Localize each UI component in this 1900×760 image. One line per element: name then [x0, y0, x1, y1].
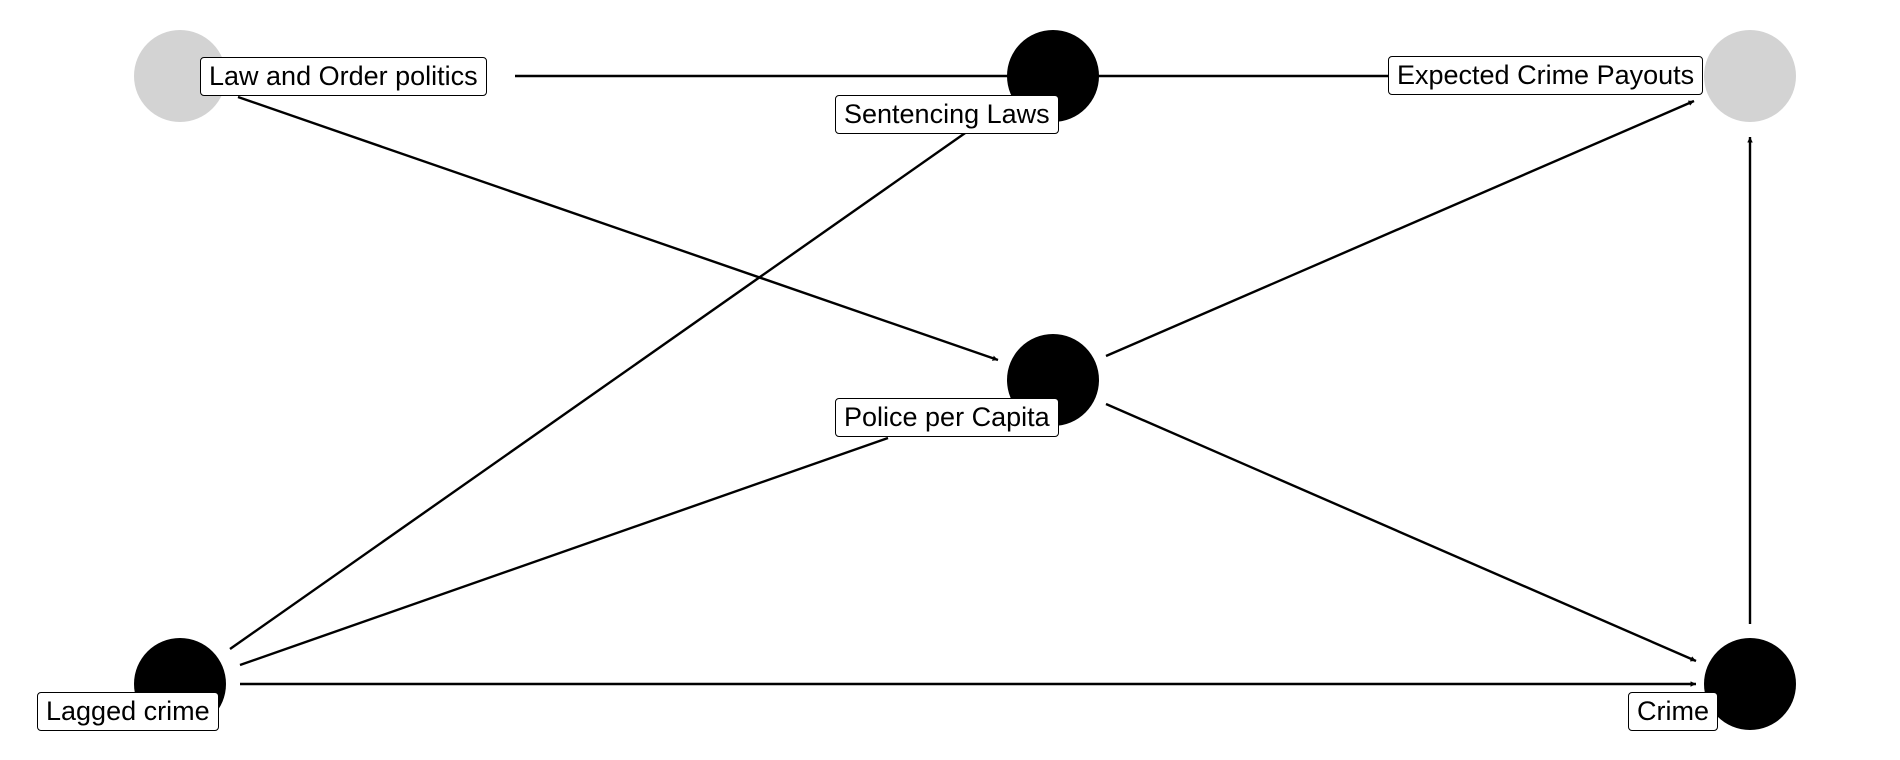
nodes-layer [134, 30, 1796, 730]
edge-police-to-crime [1105, 402, 1697, 663]
node-label-crime: Crime [1628, 692, 1718, 731]
node-label-sentencing: Sentencing Laws [835, 95, 1059, 134]
node-label-payouts: Expected Crime Payouts [1388, 56, 1704, 95]
edge-lagged-to-police [239, 436, 889, 667]
node-law-order [134, 30, 226, 122]
node-label-lagged: Lagged crime [37, 692, 219, 731]
edge-lagged-to-sentencing [229, 130, 969, 650]
node-crime [1704, 638, 1796, 730]
node-label-law-order: Law and Order politics [200, 57, 487, 96]
edge-law-order-to-police [237, 95, 999, 362]
node-payouts [1704, 30, 1796, 122]
edges-layer [229, 74, 1753, 687]
edge-police-to-payouts [1105, 99, 1695, 358]
node-label-police: Police per Capita [835, 398, 1059, 437]
